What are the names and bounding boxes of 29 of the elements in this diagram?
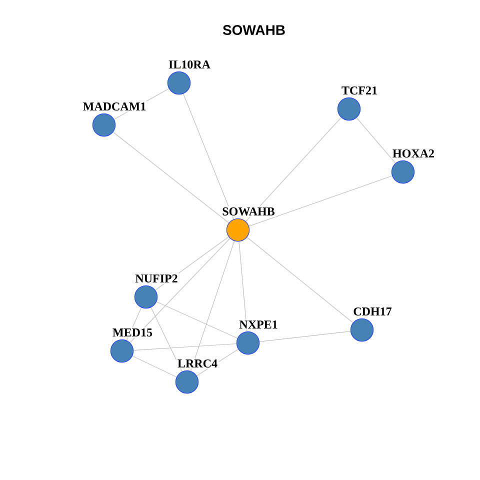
- edge-line: [259, 331, 351, 342]
- node-label: IL10RA: [168, 60, 210, 69]
- edge-line: [155, 236, 229, 290]
- edge-line: [238, 241, 248, 332]
- edge-line: [156, 301, 238, 339]
- edge-line: [114, 88, 170, 120]
- node-label: MADCAM1: [83, 102, 146, 111]
- node-label: HOXA2: [392, 149, 434, 158]
- node-label: CDH17: [354, 307, 392, 316]
- node-label: LRRC4: [178, 359, 218, 368]
- edge-line: [196, 348, 239, 376]
- edge-line: [132, 356, 177, 378]
- edge-line: [130, 238, 230, 343]
- edge-line: [246, 117, 342, 222]
- node-label: MED15: [112, 328, 152, 337]
- edge-line: [248, 176, 392, 226]
- edge-line: [190, 240, 235, 372]
- edge-line: [133, 343, 237, 351]
- node-label: NUFIP2: [135, 274, 178, 283]
- title: SOWAHB: [222, 25, 285, 35]
- edge-line: [150, 307, 182, 372]
- edge-line: [126, 307, 142, 341]
- edge-line: [183, 93, 234, 220]
- edge-line: [356, 118, 396, 164]
- edge-line: [112, 132, 230, 224]
- edge-line: [246, 236, 354, 324]
- node-label: NXPE1: [239, 320, 278, 328]
- node-label: TCF21: [342, 86, 377, 95]
- node-label: SOWAHB: [222, 207, 275, 216]
